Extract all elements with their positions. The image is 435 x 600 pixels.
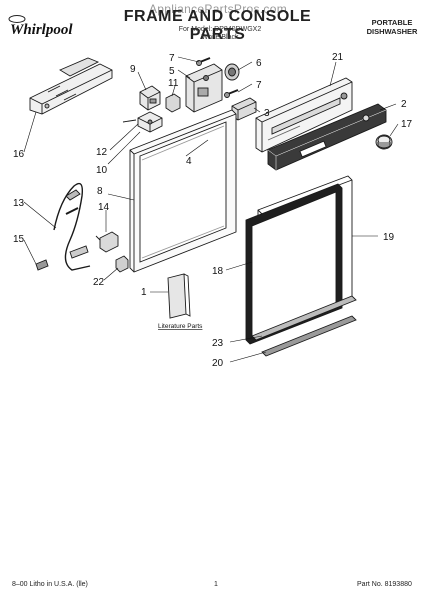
page-title: FRAME AND CONSOLE PARTS [123,8,312,43]
model-line: For Model: DP840DWGX2 [178,26,262,33]
product-type: PORTABLE DISHWASHER [356,18,428,36]
part-wire-harness-13 [53,182,91,271]
callout-9: 9 [130,64,136,75]
footer-litho: 8–00 Litho in U.S.A. (lle) [12,581,88,588]
callout-7b: 7 [256,80,262,91]
callout-21: 21 [332,52,344,63]
product-type-line2: DISHWASHER [366,27,418,36]
callout-5: 5 [169,66,175,77]
callout-10: 10 [96,165,108,176]
part-console-panel-21 [255,77,353,153]
callout-2: 2 [401,99,407,110]
part-switch-11 [165,93,181,113]
callout-1: 1 [141,287,147,298]
literature-parts-label: Literature Parts [158,323,203,330]
callout-8: 8 [97,186,103,197]
part-clip-12 [122,111,163,133]
callout-16: 16 [13,149,25,160]
watermark: AppliancePartsPros.com [149,2,287,16]
model-info: For Model: DP840DWGX2 White/Black [130,26,310,42]
callout-13: 13 [13,198,25,209]
part-literature-1 [167,273,191,319]
part-knob-17 [375,134,393,150]
callout-3: 3 [264,108,270,119]
part-trim-strip-23 [251,295,357,341]
part-console-overlay-2 [267,103,387,171]
color-line: White/Black [201,34,239,41]
callout-7a: 7 [169,53,175,64]
part-door-frame-8 [129,109,237,273]
part-connector-15 [35,259,49,271]
callout-6: 6 [256,58,262,69]
callout-23: 23 [212,338,224,349]
footer-part-number: Part No. 8193880 [357,581,412,588]
footer-page-number: 1 [214,581,218,588]
callout-15: 15 [13,234,25,245]
callout-18: 18 [212,266,224,277]
callout-19: 19 [383,232,395,243]
callout-12: 12 [96,147,108,158]
callout-17: 17 [401,119,413,130]
callout-22: 22 [93,277,105,288]
part-bottom-trim-20 [261,315,357,357]
callout-11: 11 [168,78,179,89]
part-switch-14 [95,231,119,253]
callout-4: 4 [186,156,192,167]
part-latch-5 [185,63,223,113]
part-vent-bracket [29,57,113,115]
part-switch-bracket-9 [139,85,161,111]
part-foot-22 [115,255,129,273]
callout-20: 20 [212,358,224,369]
product-type-line1: PORTABLE [371,18,413,27]
brand-name: Whirlpool [10,22,73,38]
part-screw-7b [224,89,239,98]
leader-lines [23,56,399,363]
callout-14: 14 [98,202,110,213]
part-latch-knob-6 [224,63,240,81]
whirlpool-logo: Whirlpool [8,15,73,38]
